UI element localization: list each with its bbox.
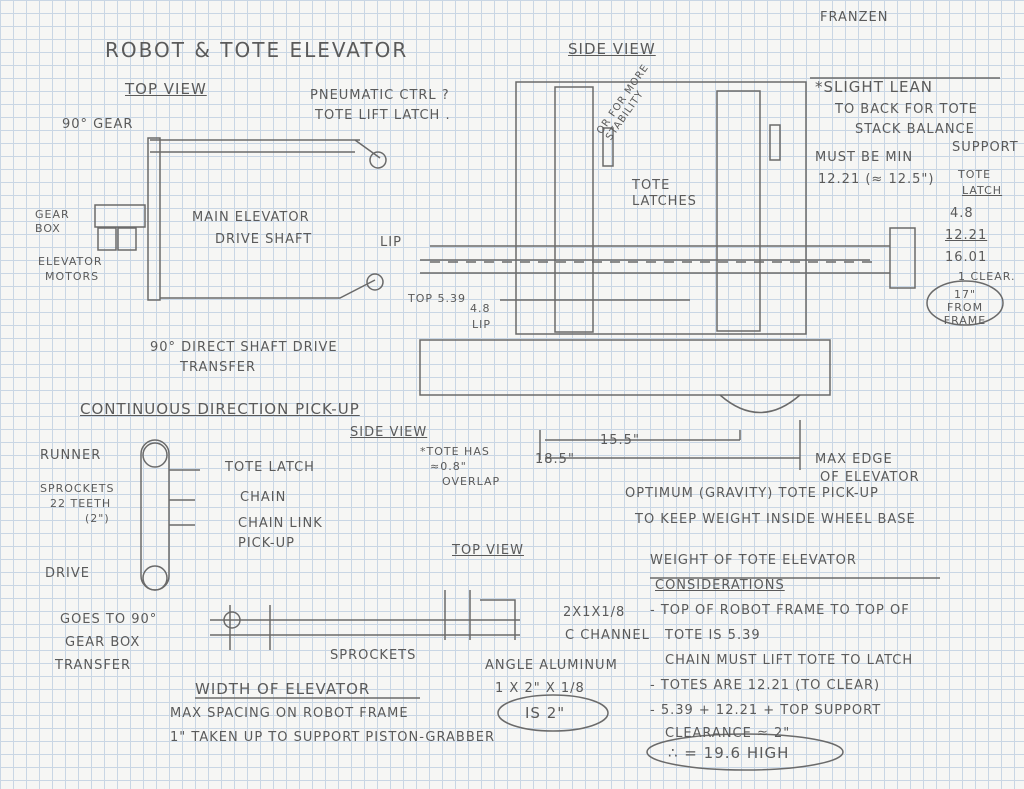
page-title: ROBOT & TOTE ELEVATOR (105, 38, 409, 62)
label: RUNNER (40, 448, 102, 463)
top-view-frame (150, 139, 381, 299)
side-view-heading: SIDE VIEW (568, 40, 656, 58)
top-view-heading: TOP VIEW (125, 80, 207, 98)
width-heading: WIDTH OF ELEVATOR (195, 680, 371, 698)
label: IS 2" (525, 704, 566, 722)
label: SPROCKETS (40, 482, 115, 495)
value: 1 CLEAR. (958, 270, 1016, 283)
weight-line: CLEARANCE ≈ 2" (665, 726, 791, 741)
label: OVERLAP (442, 475, 501, 488)
weight-line: TOTE IS 5.39 (665, 628, 761, 643)
side-view-frame (515, 81, 807, 335)
label: PNEUMATIC CTRL ? (310, 88, 450, 103)
label: C CHANNEL (565, 628, 650, 643)
label: SPROCKETS (330, 648, 417, 663)
label: MAX SPACING ON ROBOT FRAME (170, 706, 409, 721)
dimension: LIP (472, 318, 492, 331)
label: *TOTE HAS (420, 445, 490, 458)
label: TOTE LATCH (225, 460, 315, 475)
label: TO BACK FOR TOTE (835, 102, 978, 117)
value: 12.21 (945, 228, 988, 243)
value: 16.01 (945, 250, 988, 265)
dimension: 15.5" (600, 433, 640, 448)
label: ≈0.8" (430, 460, 467, 473)
weight-result: ∴ = 19.6 HIGH (668, 744, 790, 762)
label: TO KEEP WEIGHT INSIDE WHEEL BASE (635, 512, 916, 527)
label: TOTE (632, 178, 671, 193)
weight-line: - TOP OF ROBOT FRAME TO TOP OF (650, 603, 910, 618)
label: TOP VIEW (452, 543, 524, 558)
weight-line: CHAIN MUST LIFT TOTE TO LATCH (665, 653, 914, 668)
label: 22 TEETH (50, 497, 112, 510)
label: OPTIMUM (GRAVITY) TOTE PICK-UP (625, 486, 879, 501)
drive-shaft (147, 137, 161, 301)
label: GEAR (35, 208, 70, 221)
pickup-heading: CONTINUOUS DIRECTION PICK-UP (80, 400, 360, 418)
label: LIP (380, 235, 402, 250)
dimension: TOP 5.39 (408, 292, 466, 305)
label: CHAIN LINK (238, 516, 323, 531)
label: MAIN ELEVATOR (192, 210, 310, 225)
label: LATCH (962, 184, 1003, 197)
label: MOTORS (45, 270, 100, 283)
dimension: 4.8 (470, 302, 491, 315)
label: PICK-UP (238, 536, 295, 551)
label: DRIVE SHAFT (215, 232, 313, 247)
label: 90° DIRECT SHAFT DRIVE (150, 340, 338, 355)
value: 4.8 (950, 206, 974, 221)
label: TOTE LIFT LATCH . (315, 108, 451, 123)
label: GEAR BOX (65, 635, 141, 650)
label: TRANSFER (180, 360, 257, 375)
label: OF ELEVATOR (820, 470, 920, 485)
label: 90° GEAR (62, 117, 134, 132)
label: MUST BE MIN (815, 150, 914, 165)
weight-line: - TOTES ARE 12.21 (TO CLEAR) (650, 678, 881, 693)
label: 17" FROM FRAME (943, 288, 987, 327)
label: CHAIN (240, 490, 287, 505)
label: (2") (85, 512, 110, 525)
label: TOTE (958, 168, 992, 181)
label: STACK BALANCE (855, 122, 975, 137)
label: ELEVATOR (38, 255, 103, 268)
label: MAX EDGE (815, 452, 893, 467)
label: LATCHES (632, 194, 697, 209)
label: GOES TO 90° (60, 612, 158, 627)
author-name: FRANZEN (820, 10, 889, 25)
dimension: 18.5" (535, 452, 575, 467)
label: 1" TAKEN UP TO SUPPORT PISTON-GRABBER (170, 730, 495, 745)
label: 12.21 (≈ 12.5") (818, 172, 935, 187)
label: 2X1X1/8 (563, 605, 626, 620)
label: 1 X 2" X 1/8 (495, 681, 585, 696)
label: *SLIGHT LEAN (815, 78, 933, 96)
weight-heading: CONSIDERATIONS (655, 578, 785, 593)
label: ANGLE ALUMINUM (485, 658, 618, 673)
label: DRIVE (45, 566, 90, 581)
label: SUPPORT (952, 140, 1019, 155)
weight-line: - 5.39 + 12.21 + TOP SUPPORT (650, 703, 882, 718)
label: BOX (35, 222, 61, 235)
label: TRANSFER (55, 658, 132, 673)
weight-heading: WEIGHT OF TOTE ELEVATOR (650, 553, 857, 568)
label: SIDE VIEW (350, 425, 428, 440)
